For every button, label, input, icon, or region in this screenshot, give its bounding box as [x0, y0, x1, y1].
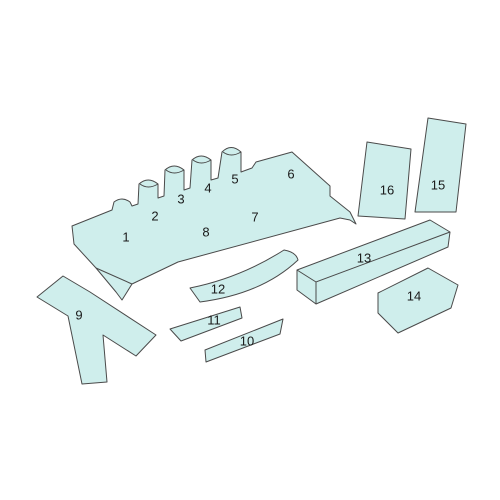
- part-13-shape: [296, 219, 451, 305]
- part-9: 9: [36, 275, 157, 385]
- part-14: 14: [377, 267, 459, 334]
- part-10: 10: [204, 318, 284, 363]
- peg-rims: [139, 151, 242, 188]
- part-13: 13: [296, 219, 451, 305]
- label-part-15: 15: [431, 177, 445, 192]
- part-11: 11: [169, 306, 243, 342]
- label-part-8: 8: [202, 224, 209, 239]
- part-12: 12: [189, 249, 299, 303]
- part-11-shape: [169, 306, 243, 342]
- label-part-5: 5: [231, 171, 238, 186]
- label-part-3: 3: [177, 191, 184, 206]
- part-12-shape: [189, 249, 299, 303]
- label-part-10: 10: [240, 333, 254, 348]
- main-assembly: 1 2 3 4 5 6 7 8: [71, 147, 357, 301]
- base-fold-line: [95, 267, 133, 285]
- label-part-13: 13: [357, 250, 371, 265]
- label-part-14: 14: [407, 288, 421, 303]
- label-part-7: 7: [251, 209, 258, 224]
- label-part-6: 6: [287, 166, 294, 181]
- label-part-4: 4: [204, 180, 211, 195]
- label-part-1: 1: [122, 229, 129, 244]
- label-part-11: 11: [207, 312, 221, 327]
- part-15-shape: [414, 117, 467, 213]
- part-14-shape: [377, 267, 459, 334]
- label-part-12: 12: [211, 281, 225, 296]
- part-13-edge: [296, 231, 451, 304]
- part-9-shape: [36, 275, 157, 385]
- label-part-9: 9: [75, 307, 82, 322]
- part-10-shape: [204, 318, 284, 363]
- label-part-2: 2: [151, 208, 158, 223]
- label-part-16: 16: [380, 182, 394, 197]
- part-16-shape: [357, 141, 412, 220]
- part-16: 16: [357, 141, 412, 220]
- part-15: 15: [414, 117, 467, 213]
